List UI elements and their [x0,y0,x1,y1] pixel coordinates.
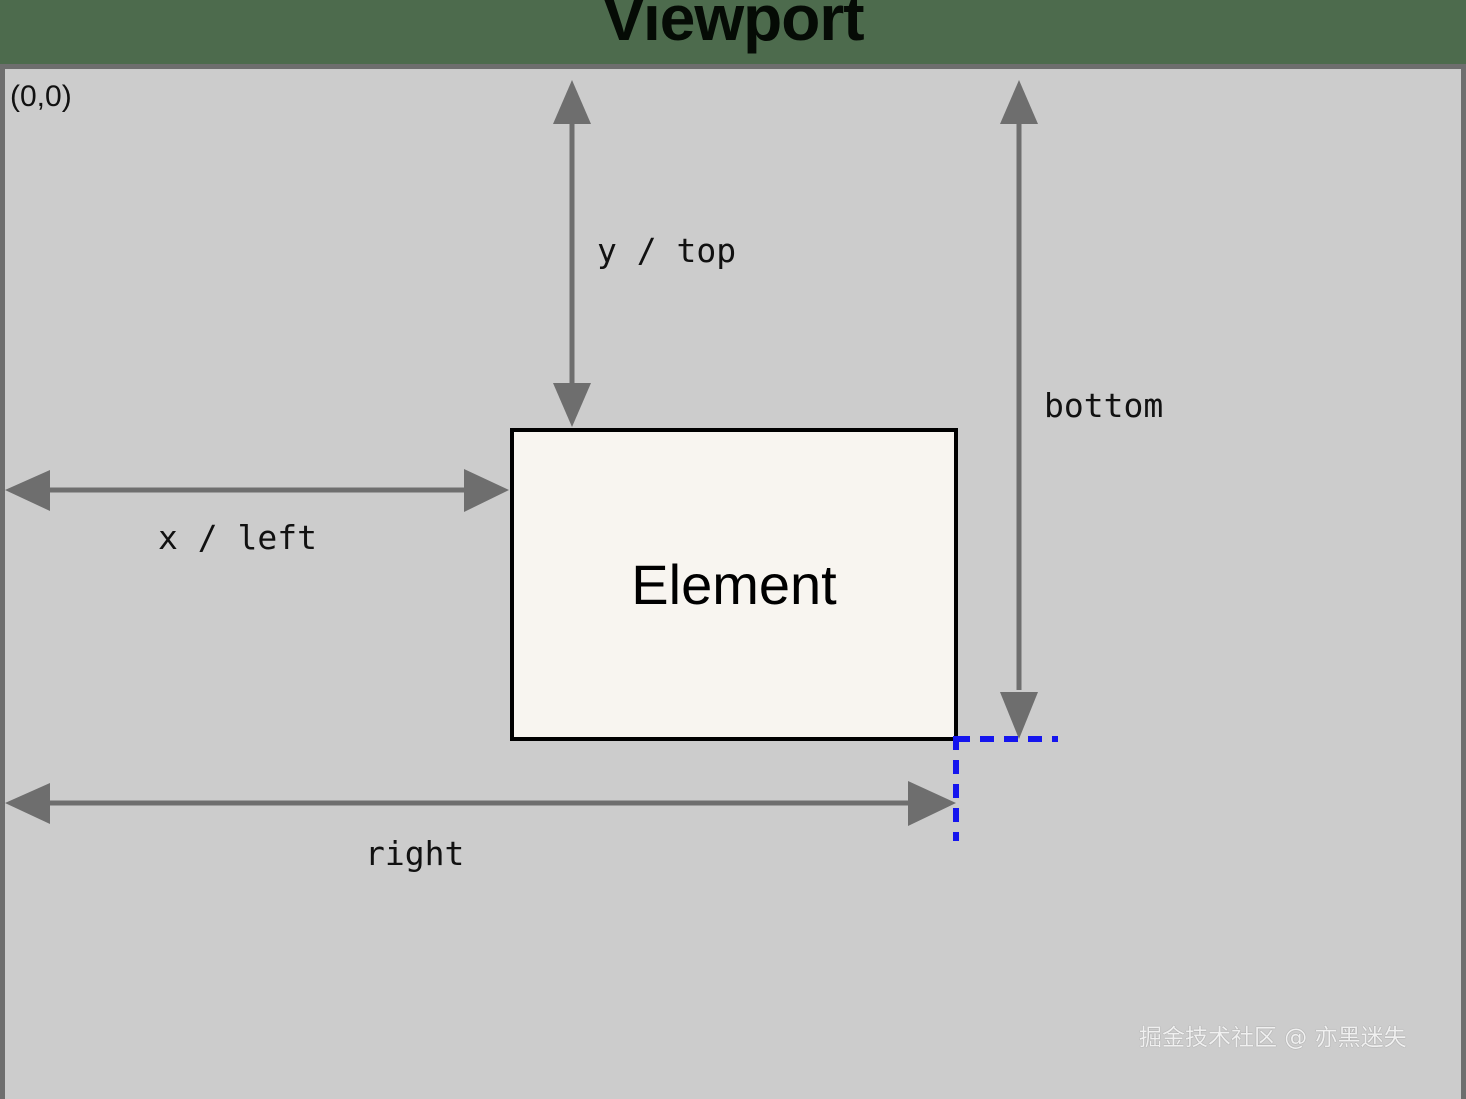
label-right: right [365,834,465,873]
element-rect: Element [510,428,958,741]
watermark: 掘金技术社区 @ 亦黑迷失 [1139,1025,1407,1051]
element-label: Element [631,553,837,616]
origin-label: (0,0) [10,80,72,113]
title-band: Viewport [0,0,1466,64]
label-x-left: x / left [158,518,317,557]
label-y-top: y / top [597,231,737,270]
label-bottom: bottom [1044,386,1164,425]
page-title: Viewport [602,0,864,54]
